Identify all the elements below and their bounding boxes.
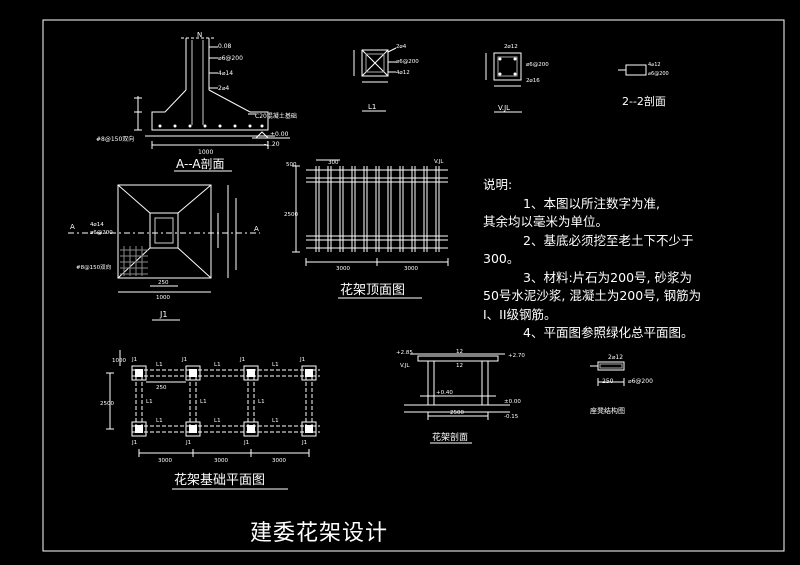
vjl-section	[485, 52, 522, 87]
rebar-label-aa-1: 0.08	[218, 43, 232, 50]
frs-elev-285: +2.85	[396, 350, 413, 356]
section-aa-view	[134, 37, 290, 149]
section-aa-title: A--A剖面	[176, 157, 225, 171]
seat-dim-250: 250	[602, 378, 614, 385]
note-line-8: 4、平面图参照绿化总平面图。	[523, 325, 694, 340]
top-plan-dim-3000a: 3000	[336, 266, 350, 272]
section-22-title: 2--2剖面	[622, 94, 666, 108]
fp-l1-1: L1	[156, 362, 163, 368]
top-plan-dim-500: 500	[286, 162, 297, 168]
fp-l1-7: L1	[156, 418, 163, 424]
j1-rebar-mesh: #8@150双向	[76, 263, 111, 271]
s22-rebar-2: ⌀6@200	[648, 71, 669, 77]
fp-l1-4: L1	[146, 399, 153, 405]
frs-l12b: 12	[456, 363, 463, 369]
j1-dim-250: 250	[158, 280, 169, 286]
seat-rebar-2: ⌀6@200	[628, 378, 653, 385]
drawing-main-title: 建委花架设计	[250, 521, 389, 546]
foundation-plan-title: 花架基础平面图	[174, 472, 265, 488]
seat-rebar-1: 2⌀12	[608, 354, 623, 361]
foundation-plan-view	[106, 350, 320, 457]
l1-section	[353, 47, 397, 83]
fp-dim-3000a: 3000	[158, 458, 172, 464]
fp-dim-2500: 2500	[100, 401, 114, 407]
fp-l1-8: L1	[214, 418, 221, 424]
fp-j1-4: J1	[299, 357, 305, 363]
frs-elev-270: +2.70	[508, 353, 525, 359]
a-mark-left: A	[70, 223, 75, 231]
fp-dim-250: 250	[156, 385, 167, 391]
elev-000-aa: ±0.00	[270, 131, 289, 138]
fp-dim-3000c: 3000	[272, 458, 286, 464]
l1-title: L1	[368, 103, 376, 111]
note-line-1: 1、本图以所注数字为准,	[523, 195, 660, 211]
fp-j1-5: J1	[131, 440, 137, 446]
frs-vjl: V.JL	[400, 363, 410, 369]
fp-dim-3000b: 3000	[214, 458, 228, 464]
l1-rebar-1: 2⌀4	[396, 44, 407, 50]
vjl-title: V.JL	[498, 104, 510, 112]
fp-dim-1000: 1000	[112, 358, 126, 364]
dim-1000-aa: 1000	[198, 149, 213, 156]
fp-l1-3: L1	[272, 362, 279, 368]
note-line-6: 50号水泥沙浆, 混凝土为200号, 钢筋为	[483, 288, 702, 303]
fp-l1-9: L1	[272, 418, 279, 424]
fp-j1-7: J1	[243, 440, 249, 446]
note-line-2: 其余均以毫米为单位。	[483, 214, 609, 229]
j1-rebar-2: ⌀6@200	[90, 230, 113, 236]
c20-base-label: C20混凝土基础	[255, 112, 297, 120]
j1-dim-1000: 1000	[156, 295, 170, 301]
n-mark-aa: N	[197, 31, 202, 39]
flower-rack-section-title: 花架剖面	[432, 431, 468, 443]
fp-l1-2: L1	[214, 362, 221, 368]
rebar-mesh-label-aa: #8@150双向	[96, 135, 134, 143]
elev-n120-aa: -1.20	[264, 141, 280, 148]
top-plan-view	[292, 159, 449, 266]
a-mark-right: A	[254, 225, 259, 233]
vjl-rebar-3: 2⌀16	[526, 78, 540, 84]
fp-j1-6: J1	[185, 440, 191, 446]
note-line-3: 2、基底必须挖至老土下不少于	[523, 232, 694, 248]
fp-j1-2: J1	[181, 357, 187, 363]
drawing-border	[42, 19, 785, 552]
fp-j1-8: J1	[301, 440, 307, 446]
note-line-7: I、II级钢筋。	[483, 306, 557, 322]
vjl-rebar-1: 2⌀12	[504, 44, 518, 50]
vjl-rebar-2: ⌀6@200	[526, 62, 549, 68]
frs-l12a: 12	[456, 349, 463, 355]
j1-rebar-1: 4⌀14	[90, 222, 104, 228]
notes-block: 说明: 1、本图以所注数字为准, 其余均以毫米为单位。 2、基底必须挖至老土下不…	[483, 176, 783, 343]
top-plan-vjl: V.JL	[434, 159, 444, 165]
frs-elev-040: +0.40	[436, 390, 453, 396]
top-plan-title: 花架顶面图	[340, 282, 405, 298]
seat-structure-title: 座凳结构图	[590, 406, 625, 415]
seat-structure-view	[590, 361, 625, 386]
flower-rack-section	[404, 353, 510, 420]
l1-rebar-3: 4⌀12	[396, 70, 410, 76]
frs-dim-2500: 2500	[450, 410, 464, 416]
frs-elev-n015: -0.15	[504, 414, 519, 420]
fp-l1-5: L1	[200, 399, 207, 405]
frs-elev-000: ±0.00	[504, 399, 521, 405]
j1-title: J1	[159, 310, 167, 319]
fp-l1-6: L1	[258, 399, 265, 405]
notes-heading: 说明:	[483, 177, 513, 192]
section-22-view	[618, 64, 647, 76]
top-plan-dim-2500: 2500	[284, 212, 298, 218]
l1-rebar-2: ⌀6@200	[396, 59, 419, 65]
top-plan-dim-300: 300	[328, 160, 339, 166]
s22-rebar-1: 4⌀12	[648, 62, 661, 68]
top-plan-dim-3000b: 3000	[404, 266, 418, 272]
rebar-label-aa-3: 4⌀14	[218, 70, 233, 77]
j1-plan-view	[68, 184, 260, 293]
note-line-4: 300。	[483, 251, 520, 266]
note-line-5: 3、材料:片石为200号, 砂浆为	[523, 269, 692, 285]
fp-j1-3: J1	[239, 357, 245, 363]
rebar-label-aa-4: 2⌀4	[218, 85, 229, 92]
fp-j1-1: J1	[131, 357, 137, 363]
rebar-label-aa-2: ⌀6@200	[218, 55, 243, 62]
